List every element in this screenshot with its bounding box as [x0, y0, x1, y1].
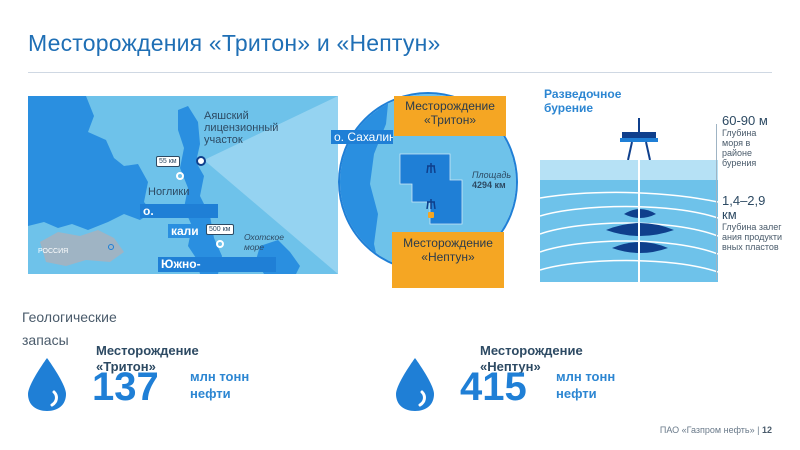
nogliki-label: Ноглики [148, 186, 190, 198]
triton-callout: Месторождение «Тритон» [394, 96, 506, 136]
nogliki-marker [176, 172, 184, 180]
license-area-label: Аяшский лицензионный участок [204, 110, 279, 146]
zoom-island-label: о. Сахалин [331, 130, 393, 144]
triton-callout-label: Месторождение «Тритон» [405, 99, 495, 127]
neptun-callout: Месторождение «Нептун» [392, 232, 504, 288]
oil-drop-icon-triton [24, 356, 70, 412]
sakhalin-map: Аяшский лицензионный участок 55 км Ногли… [28, 96, 338, 274]
drilling-title: Разведочное бурение [544, 87, 622, 115]
sea-depth-desc: Глубина моря в районе бурения [722, 128, 757, 168]
area-value: 4294 км [472, 180, 506, 190]
russia-label: РОССИЯ [38, 248, 69, 255]
sea-depth-value: 60-90 м [722, 113, 768, 128]
reservoir-depth-value: 1,4–2,9 км [722, 193, 766, 222]
drilling-rig-icon [620, 118, 658, 161]
sea-depth-block: 60-90 м Глубина моря в районе бурения [722, 113, 792, 169]
drilling-diagram [540, 118, 718, 282]
footer-company: ПАО «Газпром нефть» [659, 425, 755, 435]
distance-label-500: 500 км [206, 224, 234, 235]
sea-label: Охотское море [244, 232, 285, 252]
neptun-marker [428, 212, 434, 218]
zoom-wedge [204, 96, 338, 274]
triton-reserves-unit: млн тонн нефти [190, 369, 250, 401]
triton-field-title: Месторождение «Тритон» [96, 343, 199, 374]
slide-footer: ПАО «Газпром нефть» | 12 [660, 425, 772, 435]
yuzhno-marker [216, 240, 224, 248]
neptun-rig-icon [426, 196, 436, 210]
license-area-marker [196, 156, 206, 166]
mainland-shape [28, 96, 152, 230]
russia-location-marker [108, 244, 114, 250]
island-band-1: о. [140, 204, 218, 218]
triton-rig-icon [426, 160, 436, 174]
city-band: Южно- [158, 257, 276, 272]
neptun-callout-label: Месторождение «Нептун» [403, 236, 493, 264]
sea-depth-bracket [716, 124, 717, 182]
page-number: 12 [761, 425, 772, 435]
island-band-2: кали [168, 224, 198, 238]
license-block-shape [399, 153, 463, 225]
neptun-reserves-value: 415 [460, 365, 527, 409]
oil-drop-icon-neptun [392, 356, 438, 412]
area-block: Площадь 4294 км [472, 170, 532, 191]
reservoir-depth-desc: Глубина залегания продуктивных пластов [722, 222, 783, 252]
reservoir-depth-block: 1,4–2,9 км Глубина залегания продуктивны… [722, 193, 788, 253]
reservoir-depth-bracket [716, 182, 717, 280]
triton-reserves-value: 137 [92, 365, 159, 409]
slide-title: Месторождения «Тритон» и «Нептун» [28, 30, 441, 56]
title-divider [28, 72, 772, 73]
neptun-field-title: Месторождение «Нептун» [480, 343, 583, 374]
area-label: Площадь [472, 170, 512, 180]
russia-inset-shape [40, 230, 124, 266]
neptun-reserves-unit: млн тонн нефти [556, 369, 616, 401]
reserves-label: Геологические запасы [22, 309, 117, 348]
footer-separator: | [757, 425, 760, 435]
distance-label-55: 55 км [156, 156, 180, 167]
